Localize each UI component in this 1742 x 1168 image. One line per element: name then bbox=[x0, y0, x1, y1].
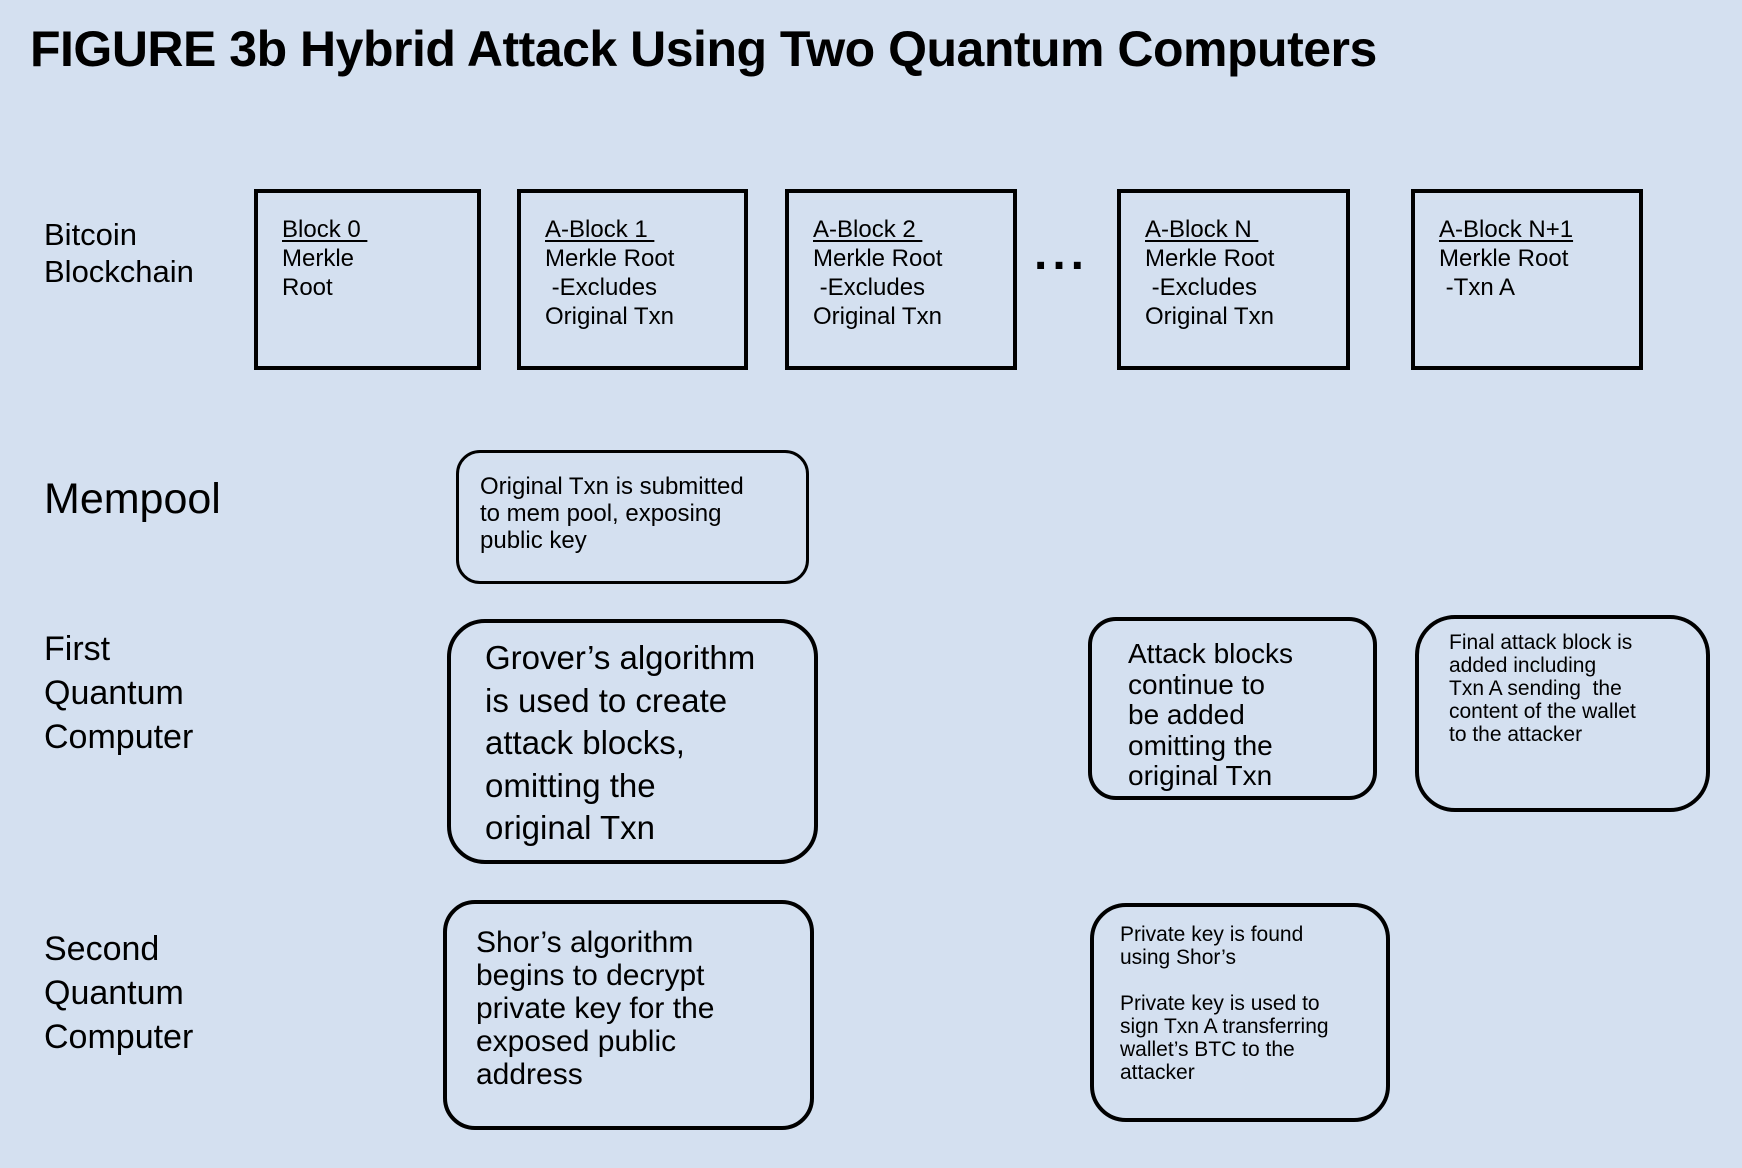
callout-line: original Txn bbox=[485, 809, 655, 846]
row-label-line: Computer bbox=[44, 718, 194, 756]
block-line: Root bbox=[282, 274, 333, 301]
block-line: Original Txn bbox=[1145, 303, 1274, 330]
block-title: Block 0 bbox=[282, 216, 368, 243]
row-label-bitcoin-blockchain: Bitcoin Blockchain bbox=[44, 216, 194, 290]
callout-line: public key bbox=[480, 527, 587, 554]
block-line: Merkle Root bbox=[1439, 245, 1569, 272]
block-an: A-Block N Merkle Root -Excludes Original… bbox=[1117, 189, 1350, 370]
callout-line: content of the wallet bbox=[1449, 700, 1636, 723]
block-title: A-Block 2 bbox=[813, 216, 923, 243]
block-an1: A-Block N+1 Merkle Root -Txn A bbox=[1411, 189, 1643, 370]
callout-line: original Txn bbox=[1128, 760, 1273, 791]
callout-attack-blocks-continue: Attack blocks continue to be added omitt… bbox=[1088, 617, 1377, 800]
row-label-line: Quantum bbox=[44, 674, 184, 712]
callout-line bbox=[1120, 969, 1380, 992]
block-line: Original Txn bbox=[813, 303, 942, 330]
block-title: A-Block N bbox=[1145, 216, 1259, 243]
block-title: A-Block 1 bbox=[545, 216, 655, 243]
block-line: Original Txn bbox=[545, 303, 674, 330]
callout-line: added including bbox=[1449, 654, 1597, 677]
callout-line: Grover’s algorithm bbox=[485, 639, 756, 676]
block-line: -Txn A bbox=[1439, 274, 1516, 301]
row-label-line: Blockchain bbox=[44, 254, 194, 289]
block-title: A-Block N+1 bbox=[1439, 216, 1574, 243]
row-label-line: Quantum bbox=[44, 974, 184, 1012]
block-line: -Excludes bbox=[813, 274, 926, 301]
callout-line: Attack blocks bbox=[1128, 638, 1293, 669]
callout-private-key-found: Private key is found using Shor’s Privat… bbox=[1090, 903, 1390, 1122]
callout-line: attacker bbox=[1120, 1061, 1195, 1084]
callout-line: omitting the bbox=[1128, 729, 1273, 761]
callout-line: Final attack block is bbox=[1449, 631, 1633, 654]
callout-line: omitting the bbox=[485, 766, 656, 804]
callout-line: Private key is found bbox=[1120, 923, 1304, 946]
block-line: -Excludes bbox=[1145, 274, 1258, 301]
callout-line: exposed public bbox=[476, 1025, 677, 1058]
callout-shor-algorithm: Shor’s algorithm begins to decrypt priva… bbox=[443, 900, 814, 1130]
callout-line: be added bbox=[1128, 699, 1245, 730]
callout-line: using Shor’s bbox=[1120, 946, 1236, 969]
callout-mempool-submit: Original Txn is submitted to mem pool, e… bbox=[456, 450, 809, 584]
callout-grover-algorithm: Grover’s algorithm is used to create att… bbox=[447, 619, 818, 864]
block-a2: A-Block 2 Merkle Root -Excludes Original… bbox=[785, 189, 1017, 370]
callout-line: attack blocks, bbox=[485, 724, 685, 761]
callout-line: private key for the bbox=[476, 992, 715, 1025]
row-label-first-quantum-computer: First Quantum Computer bbox=[44, 627, 193, 759]
callout-line: wallet’s BTC to the bbox=[1120, 1038, 1295, 1061]
row-label-line: Bitcoin bbox=[44, 217, 138, 252]
row-label-second-quantum-computer: Second Quantum Computer bbox=[44, 927, 193, 1059]
block-line: -Excludes bbox=[545, 274, 658, 301]
callout-line: to mem pool, exposing bbox=[480, 500, 722, 527]
callout-line: begins to decrypt bbox=[476, 959, 705, 992]
callout-final-attack-block: Final attack block is added including Tx… bbox=[1415, 615, 1710, 812]
block-line: Merkle Root bbox=[813, 245, 943, 272]
row-label-line: Second bbox=[44, 930, 160, 968]
callout-line: Shor’s algorithm bbox=[476, 926, 694, 959]
row-label-mempool: Mempool bbox=[44, 475, 221, 523]
row-label-line: First bbox=[44, 630, 111, 668]
block-a1: A-Block 1 Merkle Root -Excludes Original… bbox=[517, 189, 748, 370]
callout-line: Original Txn is submitted bbox=[480, 473, 744, 500]
block-line: Merkle Root bbox=[1145, 245, 1275, 272]
row-label-line: Computer bbox=[44, 1018, 194, 1056]
callout-line: Txn A sending the bbox=[1449, 677, 1622, 700]
callout-line: sign Txn A transferring bbox=[1120, 1015, 1329, 1038]
callout-line: to the attacker bbox=[1449, 723, 1583, 746]
figure-title: FIGURE 3b Hybrid Attack Using Two Quantu… bbox=[30, 21, 1377, 77]
callout-line: address bbox=[476, 1058, 583, 1091]
ellipsis-dots: ... bbox=[1034, 227, 1090, 280]
callout-line: Private key is used to bbox=[1120, 992, 1320, 1015]
callout-line: is used to create bbox=[485, 681, 728, 719]
block-0: Block 0 Merkle Root bbox=[254, 189, 481, 370]
block-line: Merkle Root bbox=[545, 245, 675, 272]
block-line: Merkle bbox=[282, 245, 355, 272]
callout-line: continue to bbox=[1128, 668, 1265, 700]
